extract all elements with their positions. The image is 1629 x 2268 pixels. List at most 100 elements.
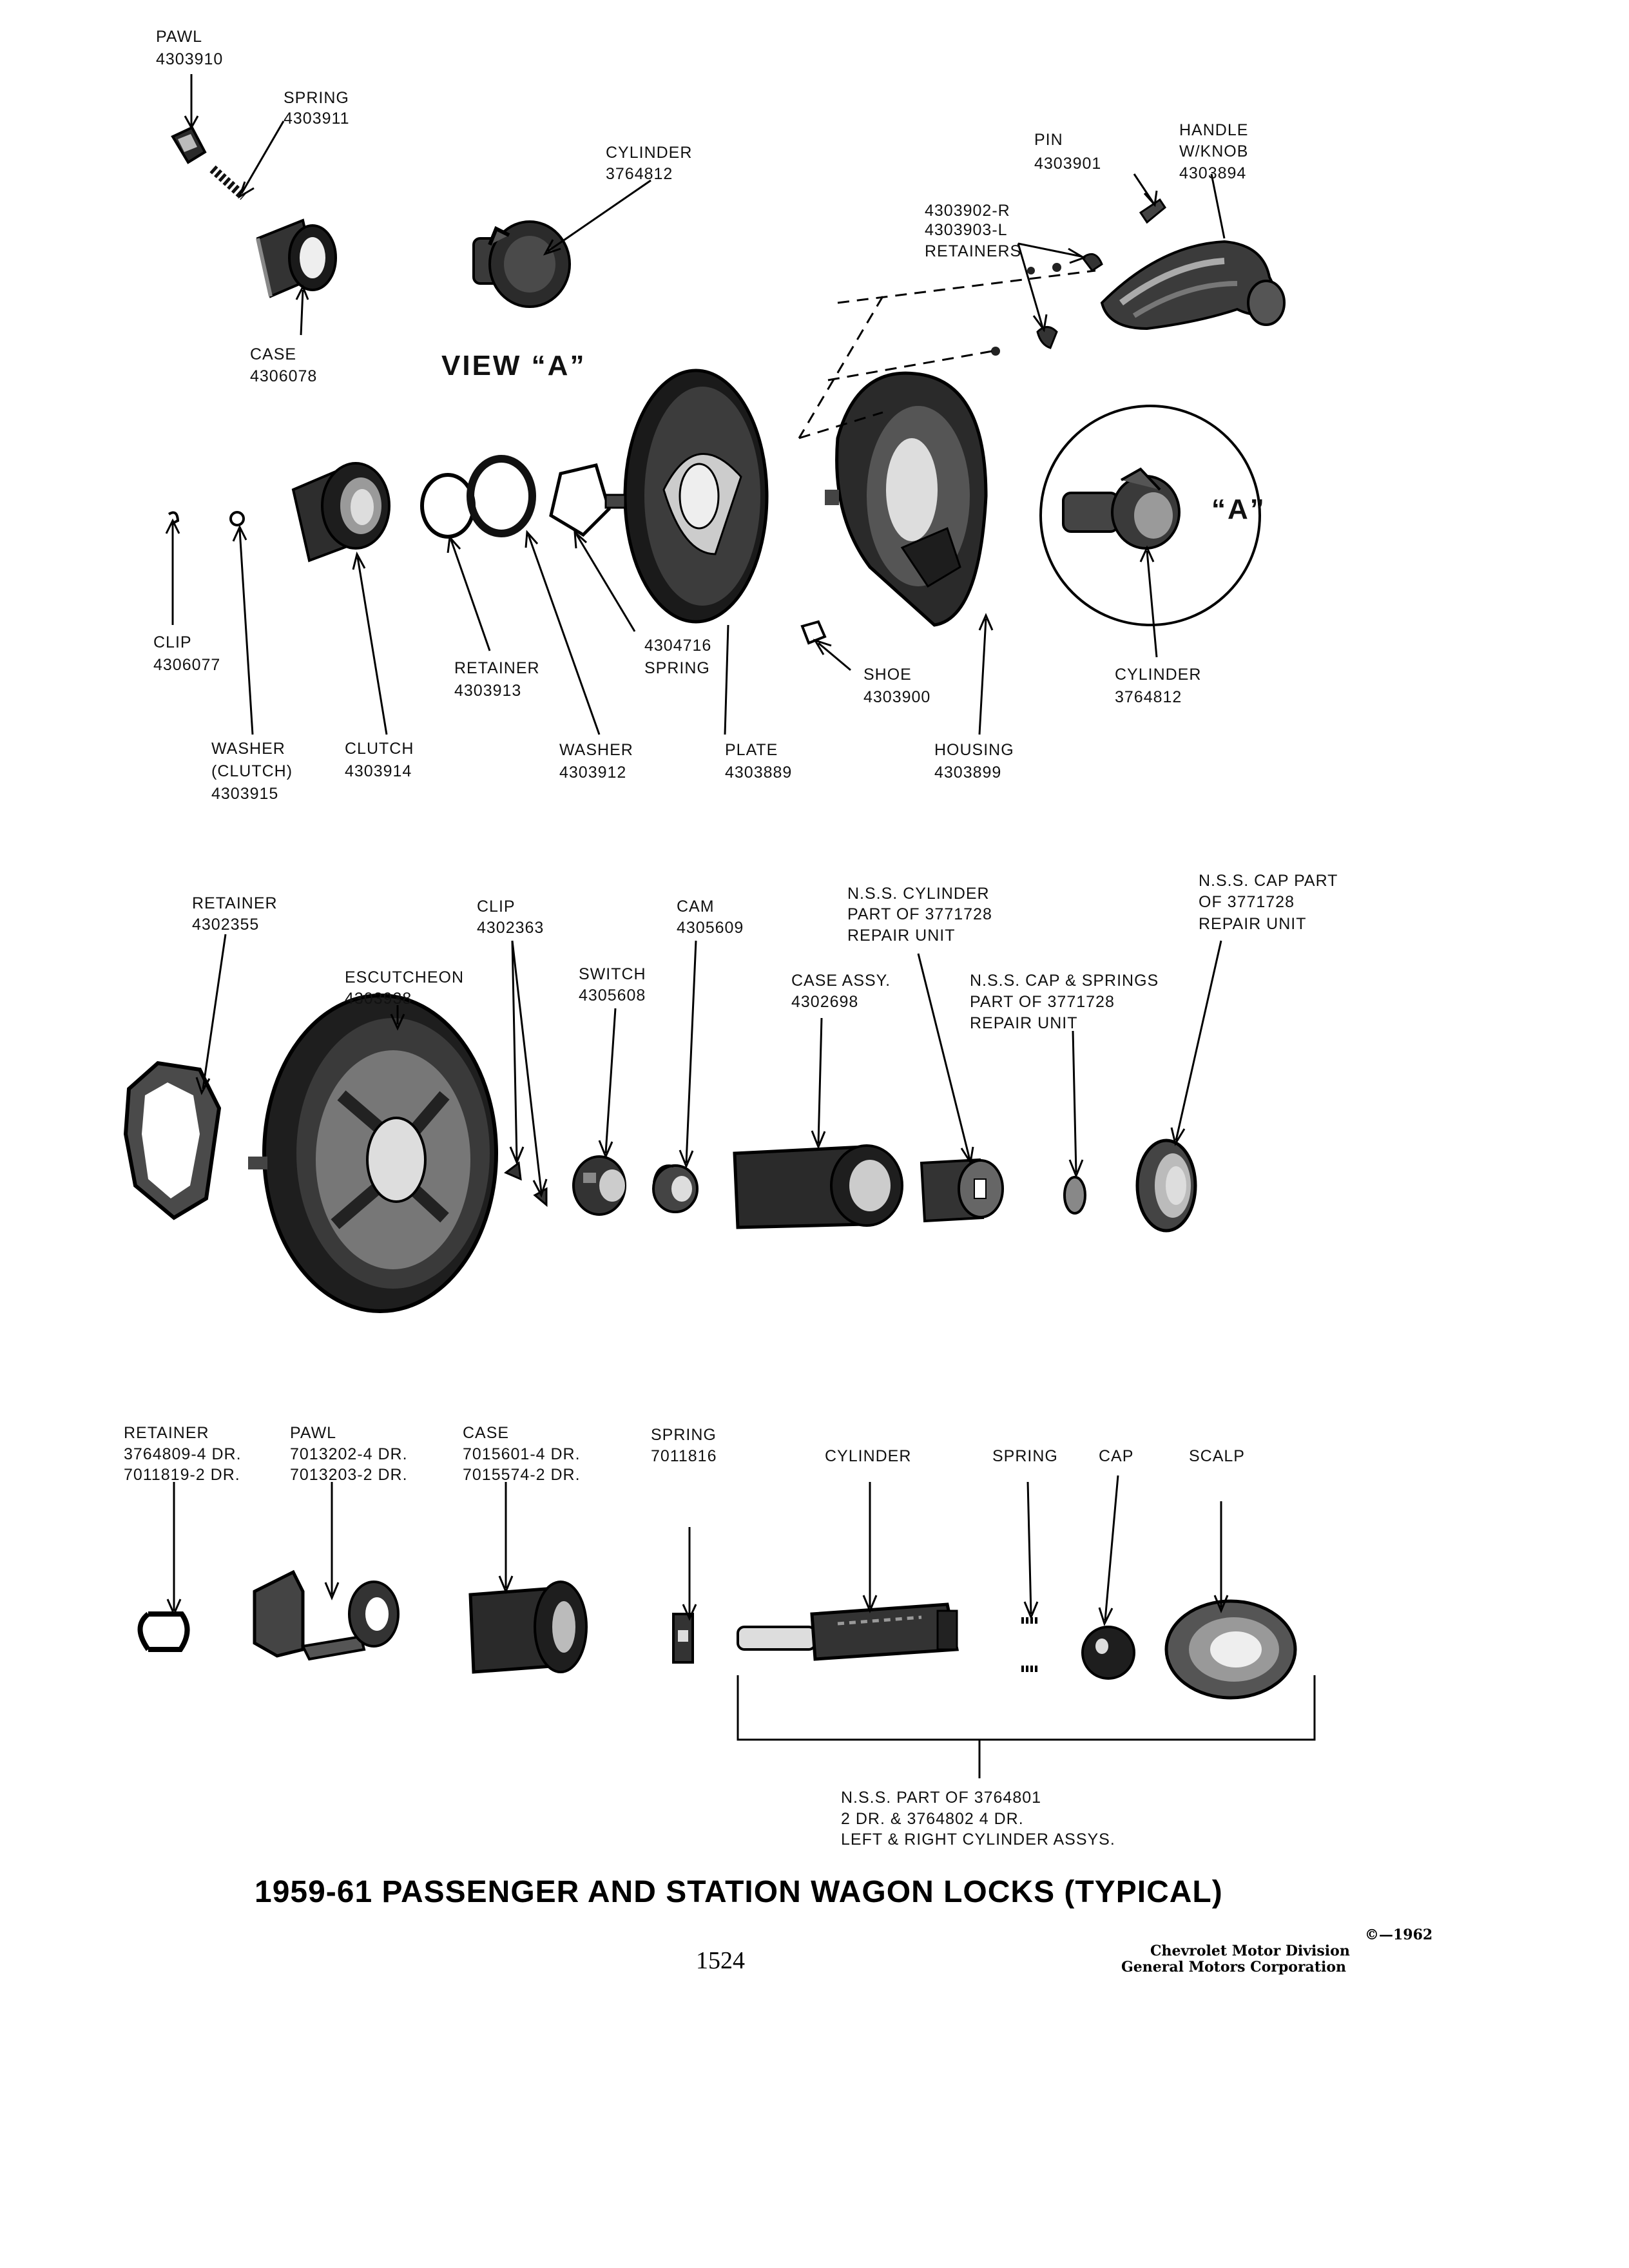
svg-text:CASE: CASE	[250, 345, 296, 363]
svg-text:REPAIR UNIT: REPAIR UNIT	[970, 1014, 1078, 1032]
retainer-ring-part	[420, 473, 476, 539]
dash-line-1	[837, 269, 1096, 304]
svg-text:PLATE: PLATE	[725, 741, 778, 759]
svg-text:RETAINER: RETAINER	[124, 1424, 209, 1442]
svg-text:3764812: 3764812	[606, 165, 673, 183]
dash-line-4	[798, 411, 883, 439]
svg-text:CAM: CAM	[677, 898, 715, 916]
spring-small-parts	[1021, 1617, 1037, 1672]
svg-text:4302355: 4302355	[192, 916, 259, 934]
case-part-top	[256, 218, 337, 298]
svg-text:Chevrolet Motor Division: Chevrolet Motor Division	[1150, 1943, 1350, 1959]
label-housing: HOUSING 4303899	[934, 741, 1014, 782]
svg-text:WASHER: WASHER	[211, 740, 285, 758]
nss-cylinder-part	[920, 1158, 1004, 1223]
svg-text:CYLINDER: CYLINDER	[606, 144, 692, 162]
svg-text:4303914: 4303914	[345, 762, 412, 780]
svg-text:HANDLE: HANDLE	[1179, 121, 1248, 139]
washer-ring-part	[467, 455, 536, 537]
label-cylinder-a: CYLINDER 3764812	[1115, 666, 1201, 706]
page-title: 1959-61 PASSENGER AND STATION WAGON LOCK…	[255, 1875, 1223, 1909]
label-spring-4304716: 4304716 SPRING	[644, 637, 711, 677]
svg-text:CYLINDER: CYLINDER	[1115, 666, 1201, 684]
svg-text:7015601-4 DR.: 7015601-4 DR.	[463, 1445, 581, 1463]
svg-text:4303911: 4303911	[284, 110, 349, 128]
escutcheon-part	[248, 994, 498, 1313]
nss-cap-part	[1135, 1139, 1197, 1233]
svg-text:CLIP: CLIP	[153, 633, 192, 651]
svg-text:PART OF 3771728: PART OF 3771728	[847, 905, 992, 923]
callout-a: “A”	[1211, 494, 1266, 525]
leader-lines-bottom	[166, 1475, 1316, 1778]
svg-text:2 DR. & 3764802 4 DR.: 2 DR. & 3764802 4 DR.	[841, 1810, 1024, 1828]
svg-text:7013203-2 DR.: 7013203-2 DR.	[290, 1466, 408, 1484]
label-escutcheon: ESCUTCHEON 4303938	[345, 968, 464, 1008]
label-pawl-bottom: PAWL 7013202-4 DR. 7013203-2 DR.	[290, 1424, 408, 1484]
svg-text:ESCUTCHEON: ESCUTCHEON	[345, 968, 464, 986]
label-shoe: SHOE 4303900	[863, 666, 930, 706]
svg-text:W/KNOB: W/KNOB	[1179, 142, 1248, 160]
label-pawl-top: PAWL 4303910	[156, 28, 223, 68]
label-clutch: CLUTCH 4303914	[345, 740, 414, 780]
case-bottom-part	[468, 1581, 588, 1674]
svg-text:3764812: 3764812	[1115, 688, 1182, 706]
label-nss-cylinder: N.S.S. CYLINDER PART OF 3771728 REPAIR U…	[847, 885, 992, 945]
svg-text:LEFT & RIGHT CYLINDER ASSYS.: LEFT & RIGHT CYLINDER ASSYS.	[841, 1831, 1115, 1849]
svg-text:©—1962: ©—1962	[1365, 1927, 1432, 1943]
label-nss-bracket: N.S.S. PART OF 3764801 2 DR. & 3764802 4…	[841, 1789, 1115, 1849]
label-cylinder-view: CYLINDER 3764812	[606, 144, 692, 183]
svg-text:4303912: 4303912	[559, 764, 626, 782]
handle-with-knob-part	[1100, 240, 1286, 331]
label-case-top: CASE 4306078	[250, 345, 316, 385]
label-handle: HANDLE W/KNOB 4303894	[1179, 121, 1248, 182]
svg-text:4303903-L: 4303903-L	[925, 221, 1008, 239]
svg-text:4303899: 4303899	[934, 764, 1001, 782]
spring-bottom-part	[672, 1613, 694, 1664]
svg-text:4305609: 4305609	[677, 919, 744, 937]
case-assy-part	[733, 1144, 903, 1229]
label-cap: CAP	[1099, 1447, 1133, 1465]
svg-text:CASE: CASE	[463, 1424, 509, 1442]
svg-text:N.S.S. CAP & SPRINGS: N.S.S. CAP & SPRINGS	[970, 972, 1159, 990]
view-a-label: VIEW “A”	[441, 350, 586, 381]
housing-part	[825, 371, 988, 627]
svg-text:PART OF 3771728: PART OF 3771728	[970, 993, 1115, 1011]
cylinder-bottom-part	[737, 1602, 959, 1661]
svg-text:OF 3771728: OF 3771728	[1199, 893, 1295, 911]
retainer-4302355-part	[123, 1061, 222, 1220]
label-case-assy: CASE ASSY. 4302698	[791, 972, 890, 1011]
label-retainers-top: 4303902-R 4303903-L RETAINERS	[925, 202, 1021, 260]
switch-part	[572, 1155, 626, 1216]
label-pin: PIN 4303901	[1034, 131, 1101, 173]
spring-part-top	[209, 165, 247, 200]
label-clip-4302363: CLIP 4302363	[477, 898, 544, 937]
svg-text:General Motors Corporation: General Motors Corporation	[1121, 1959, 1346, 1975]
label-case-bottom: CASE 7015601-4 DR. 7015574-2 DR.	[463, 1424, 581, 1484]
svg-text:PAWL: PAWL	[290, 1424, 336, 1442]
svg-text:4303915: 4303915	[211, 785, 278, 803]
svg-text:N.S.S. CYLINDER: N.S.S. CYLINDER	[847, 885, 990, 903]
page-number: 1524	[696, 1947, 745, 1974]
svg-text:CLUTCH: CLUTCH	[345, 740, 414, 758]
label-switch: SWITCH 4305608	[579, 965, 646, 1004]
svg-text:4303913: 4303913	[454, 682, 521, 700]
label-retainer-4302355: RETAINER 4302355	[192, 894, 277, 934]
label-clip-top: CLIP 4306077	[153, 633, 220, 674]
svg-text:4303889: 4303889	[725, 764, 792, 782]
label-retainer-mid: RETAINER 4303913	[454, 659, 540, 700]
spring-4304716-part	[549, 463, 611, 537]
retainer-clip-r	[1081, 253, 1103, 273]
svg-text:4303910: 4303910	[156, 50, 223, 68]
retainer-clip-l	[1036, 326, 1058, 349]
svg-text:HOUSING: HOUSING	[934, 741, 1014, 759]
svg-text:4302363: 4302363	[477, 919, 544, 937]
svg-text:SHOE: SHOE	[863, 666, 912, 684]
svg-text:REPAIR UNIT: REPAIR UNIT	[1199, 915, 1307, 933]
dash-line-2	[798, 296, 884, 439]
svg-text:N.S.S. PART OF 3764801: N.S.S. PART OF 3764801	[841, 1789, 1041, 1807]
label-washer-clutch: WASHER (CLUTCH) 4303915	[211, 740, 292, 803]
copyright-block: ©—1962 Chevrolet Motor Division General …	[1121, 1927, 1432, 1975]
svg-text:RETAINERS: RETAINERS	[925, 242, 1021, 260]
svg-text:RETAINER: RETAINER	[454, 659, 540, 677]
